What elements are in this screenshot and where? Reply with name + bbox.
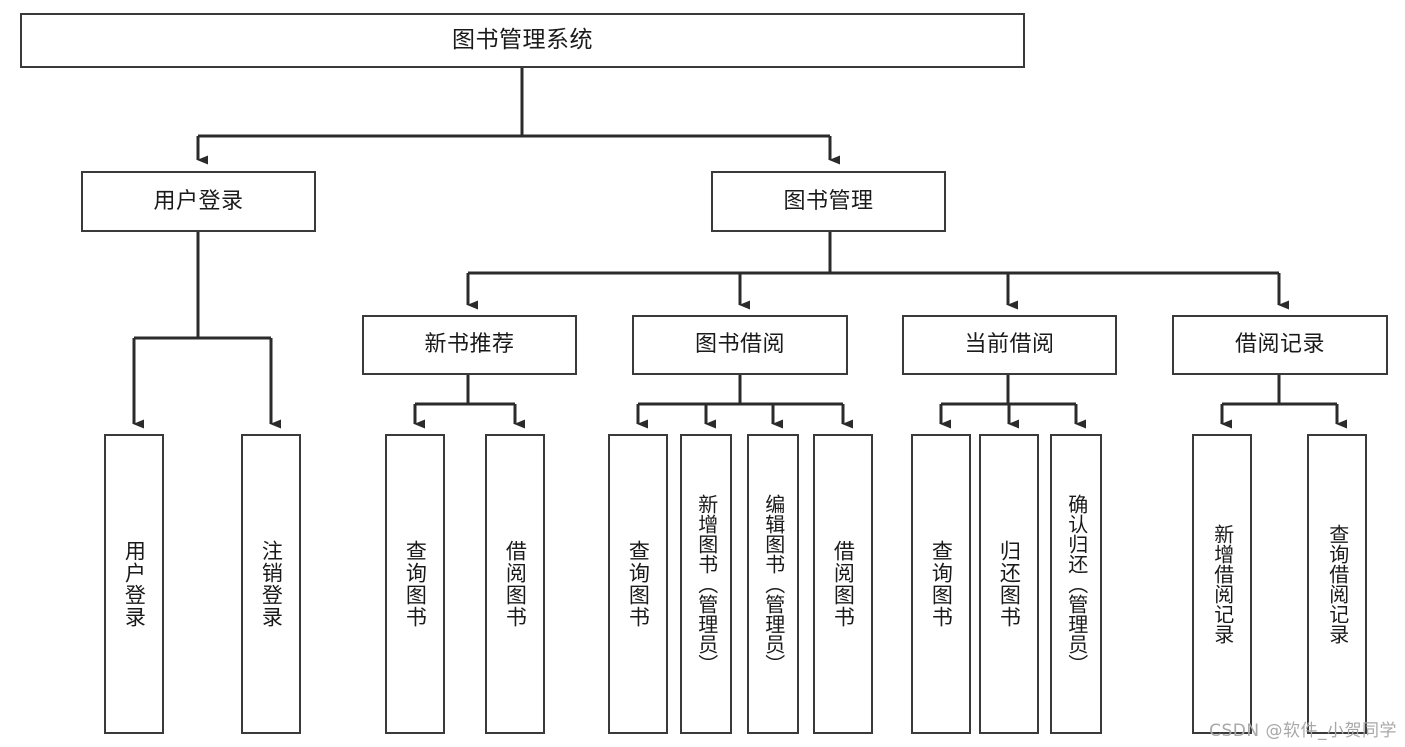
node-root-system[interactable]: 图书管理系统 <box>20 13 1025 68</box>
node-current-borrow[interactable]: 当前借阅 <box>902 315 1117 375</box>
leaf-query-book-borrow[interactable]: 查询图书 <box>608 434 668 734</box>
node-user-login[interactable]: 用户登录 <box>81 171 316 232</box>
watermark-text: CSDN @软件_小贺同学 <box>1209 721 1397 741</box>
leaf-confirm-return-admin[interactable]: 确认归还（管理员） <box>1050 434 1102 734</box>
leaf-return-book[interactable]: 归还图书 <box>979 434 1039 734</box>
leaf-user-login[interactable]: 用户登录 <box>104 434 164 734</box>
leaf-user-logout[interactable]: 注销登录 <box>241 434 301 734</box>
leaf-query-book-current[interactable]: 查询图书 <box>911 434 971 734</box>
leaf-borrow-book-recommend[interactable]: 借阅图书 <box>485 434 545 734</box>
node-book-management[interactable]: 图书管理 <box>711 171 946 232</box>
leaf-add-borrow-record[interactable]: 新增借阅记录 <box>1192 434 1252 734</box>
leaf-borrow-book-borrow[interactable]: 借阅图书 <box>813 434 873 734</box>
leaf-query-book-recommend[interactable]: 查询图书 <box>385 434 445 734</box>
leaf-add-book-admin[interactable]: 新增图书（管理员） <box>680 434 732 734</box>
leaf-edit-book-admin[interactable]: 编辑图书（管理员） <box>747 434 799 734</box>
node-book-borrow[interactable]: 图书借阅 <box>632 315 848 375</box>
leaf-query-borrow-record[interactable]: 查询借阅记录 <box>1307 434 1367 734</box>
node-new-book-recommend[interactable]: 新书推荐 <box>362 315 577 375</box>
node-borrow-record[interactable]: 借阅记录 <box>1172 315 1388 375</box>
